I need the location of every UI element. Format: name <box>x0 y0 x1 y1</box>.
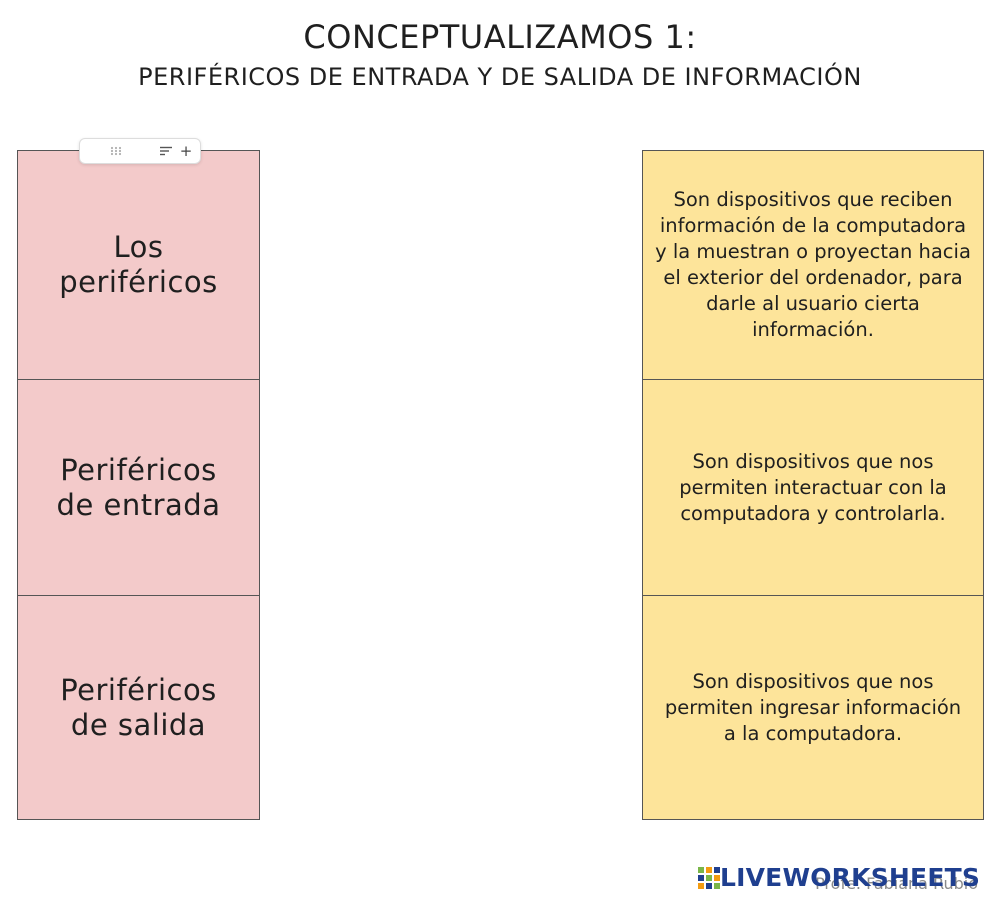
page-subtitle: PERIFÉRICOS DE ENTRADA Y DE SALIDA DE IN… <box>138 63 862 91</box>
footer: Profe. Fabiana Rubio LIVEWORKSHEETS <box>698 858 998 894</box>
drag-handle-icon[interactable] <box>108 139 128 163</box>
terms-column: Los periféricos Periféricos de entrada P… <box>17 150 260 820</box>
term-card-text: Los periféricos <box>59 230 218 299</box>
term-card-text: Periféricos de entrada <box>56 452 221 522</box>
card-toolbar: + <box>79 138 201 164</box>
liveworksheets-logo[interactable]: LIVEWORKSHEETS <box>698 864 980 892</box>
term-card[interactable]: Periféricos de salida <box>17 596 260 820</box>
definition-card-text: Son dispositivos que nos permiten intera… <box>679 449 947 525</box>
definition-card[interactable]: Son dispositivos que nos permiten ingres… <box>642 596 984 820</box>
liveworksheets-logo-icon <box>698 867 720 889</box>
term-card-text: Periféricos de salida <box>60 672 217 742</box>
author-credit: Profe. Fabiana Rubio <box>815 874 978 893</box>
definitions-column: Son dispositivos que reciben información… <box>642 150 984 820</box>
definition-card-text: Son dispositivos que reciben información… <box>655 188 971 341</box>
plus-icon[interactable]: + <box>179 142 193 160</box>
sort-lines-icon[interactable] <box>157 139 175 163</box>
term-card[interactable]: Los periféricos <box>17 150 260 380</box>
term-card[interactable]: Periféricos de entrada <box>17 380 260 596</box>
definition-card[interactable]: Son dispositivos que nos permiten intera… <box>642 380 984 596</box>
definition-card[interactable]: Son dispositivos que reciben información… <box>642 150 984 380</box>
liveworksheets-brand: LIVEWORKSHEETS <box>720 863 981 892</box>
definition-card-text: Son dispositivos que nos permiten ingres… <box>664 669 962 745</box>
page-title: CONCEPTUALIZAMOS 1: <box>303 18 697 56</box>
